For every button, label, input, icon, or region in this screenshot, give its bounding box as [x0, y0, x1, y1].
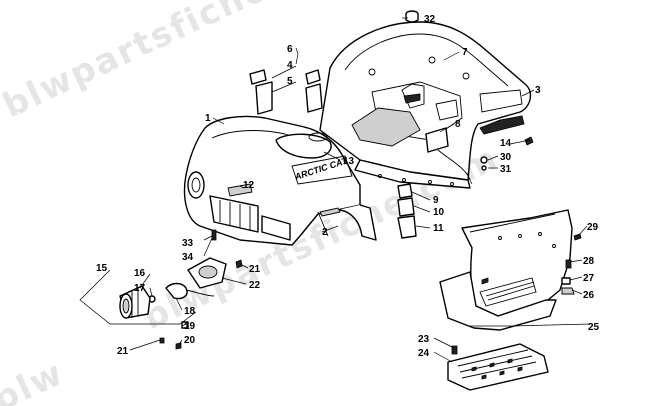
callout-18: 18 [184, 306, 196, 317]
footwell-panel [439, 209, 573, 331]
footrest-plate [447, 343, 549, 391]
front-body-panel: ARCTIC CAT [183, 115, 377, 246]
callout-28: 28 [583, 256, 595, 267]
callout-22: 22 [249, 280, 261, 291]
callout-3: 3 [535, 85, 541, 96]
callout-2: 2 [322, 227, 328, 238]
callout-17: 17 [134, 283, 146, 294]
callout-9: 9 [433, 195, 439, 206]
callout-30: 30 [500, 152, 512, 163]
callout-29: 29 [587, 222, 599, 233]
callout-11: 11 [433, 223, 444, 234]
watermark-bottom: blw [0, 353, 70, 406]
callout-23: 23 [418, 334, 430, 345]
callout-10: 10 [433, 207, 445, 218]
callout-13: 13 [343, 156, 355, 167]
callout-4: 4 [287, 60, 293, 71]
callout-20: 20 [184, 335, 196, 346]
callout-31: 31 [500, 164, 512, 175]
callout-6: 6 [287, 44, 293, 55]
callout-14: 14 [500, 138, 512, 149]
callout-19: 19 [184, 321, 196, 332]
callout-12: 12 [243, 180, 255, 191]
plug-32 [405, 10, 419, 23]
leader-lines [129, 17, 588, 363]
decals-4-5-6 [249, 69, 323, 115]
decals-9-10-11 [397, 183, 417, 239]
callout-16: 16 [134, 268, 146, 279]
callout-33: 33 [182, 238, 194, 249]
decal-8 [425, 127, 449, 153]
callout-21-upper: 21 [249, 264, 261, 275]
callout-1: 1 [205, 113, 211, 124]
callout-34: 34 [182, 252, 194, 263]
callout-7: 7 [462, 47, 468, 58]
headlight-assembly [119, 257, 227, 319]
callout-15: 15 [96, 263, 108, 274]
callout-27: 27 [583, 273, 595, 284]
callout-24: 24 [418, 348, 430, 359]
callout-21-lower: 21 [117, 346, 129, 357]
callout-26: 26 [583, 290, 595, 301]
callout-32: 32 [424, 14, 436, 25]
callout-labels: 1 2 3 4 5 6 7 8 9 10 11 12 13 14 15 16 1… [96, 14, 600, 359]
callout-25: 25 [588, 322, 600, 333]
callout-8: 8 [455, 119, 461, 130]
rear-rack-body-panel [319, 21, 532, 189]
callout-5: 5 [287, 76, 293, 87]
